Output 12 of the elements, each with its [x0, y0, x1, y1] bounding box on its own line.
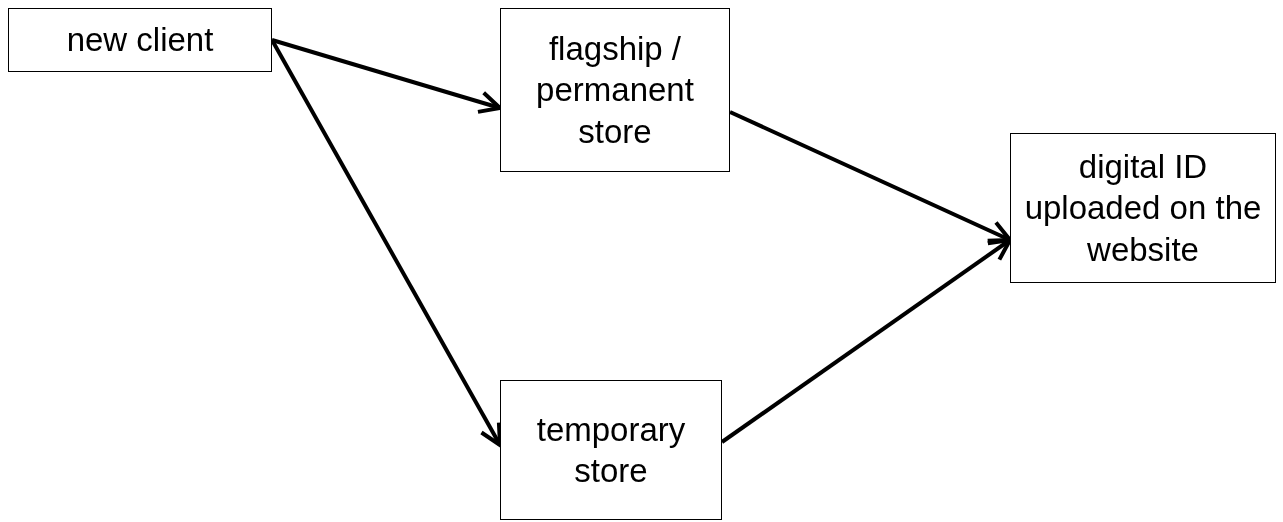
process-box — [500, 8, 730, 172]
process-box — [8, 8, 272, 72]
arrow — [720, 238, 1012, 444]
box-label: new client — [66, 20, 214, 61]
arrow — [271, 38, 502, 114]
box-label: temporary store — [535, 409, 687, 491]
box-label: flagship / permanent store — [535, 29, 695, 152]
arrow — [270, 39, 502, 447]
box-label: digital ID uploaded on the website — [1023, 147, 1263, 270]
arrow — [729, 110, 1012, 243]
process-box — [500, 380, 722, 520]
process-box — [1010, 133, 1276, 283]
